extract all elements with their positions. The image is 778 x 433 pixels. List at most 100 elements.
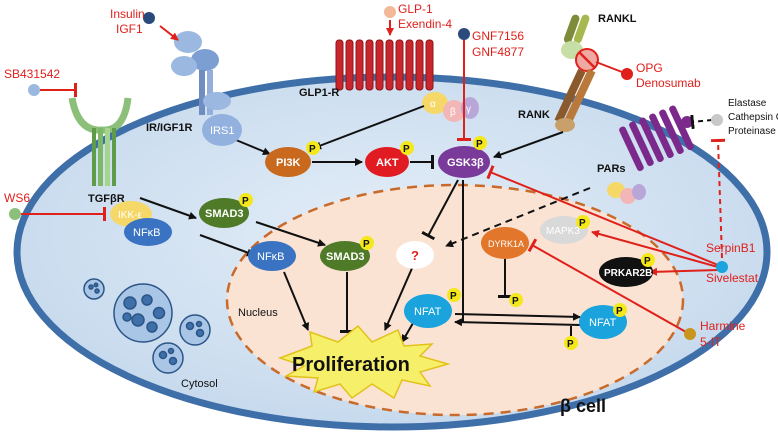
- edge-serpin-gsk3b: [486, 165, 719, 266]
- irs1-node: [202, 114, 242, 146]
- cytosol-label: Cytosol: [181, 378, 218, 390]
- smad3-nuc-label: SMAD3: [326, 251, 365, 263]
- proteases-line2: Cathepsin G: [728, 112, 778, 123]
- phospho-badge: P: [641, 253, 655, 267]
- gnf-label: GNF7156 GNF4877: [472, 29, 527, 59]
- opg-label: OPG Denosumab: [636, 61, 701, 90]
- svg-text:P: P: [512, 296, 519, 307]
- phospho-badge: P: [576, 215, 590, 229]
- pars-label: PARs: [597, 163, 626, 175]
- glp1-ligand-line2: Exendin-4: [398, 17, 452, 31]
- phospho-badge: P: [306, 141, 320, 155]
- tgfbr-receptor: [68, 97, 132, 186]
- edge-serpin-proteases: [710, 138, 726, 259]
- edge-proteases-pars: [690, 114, 713, 130]
- nfat-cyto-label: NFAT: [589, 317, 617, 329]
- edge-nfat-import: [454, 318, 581, 327]
- serpinb1-dot: [716, 261, 728, 273]
- rankl-label: RANKL: [598, 13, 637, 25]
- edge-irs1-pi3k: [235, 139, 271, 156]
- glp1-ligand-line1: GLP-1: [398, 2, 433, 16]
- harmine-line1: Harmine: [700, 319, 746, 333]
- proteases-dot: [711, 114, 723, 126]
- smad3-cyto-label: SMAD3: [205, 208, 244, 220]
- harmine-line2: 5-IT: [700, 335, 722, 349]
- ikke-label: IKK-ε: [118, 210, 142, 221]
- opg-dot: [621, 68, 633, 80]
- edge-nfkb-prolif: [283, 271, 310, 331]
- svg-text:P: P: [242, 196, 249, 207]
- edge-serpin-mapk3: [591, 230, 719, 268]
- vesicles: [83, 278, 211, 374]
- svg-text:P: P: [567, 339, 574, 350]
- glp1-ligand-label: GLP-1 Exendin-4: [398, 2, 452, 31]
- prkar2b-node: [599, 257, 653, 287]
- edge-serpin-prkar2b: [649, 267, 719, 276]
- ir-igf1r-receptor: [171, 31, 231, 115]
- phospho-badge: P: [613, 303, 627, 317]
- nfat-nuc-label: NFAT: [414, 306, 442, 318]
- smad3-cyto-node: [199, 198, 249, 228]
- dyrk1a-label: DYRK1A: [488, 239, 524, 249]
- serpinb1-label: SerpinB1 Sivelestat: [706, 241, 759, 285]
- phospho-badges: P P P P P P P P P P P: [239, 136, 655, 350]
- svg-text:P: P: [450, 291, 457, 302]
- akt-node: [365, 147, 409, 177]
- phospho-badge: P: [360, 236, 374, 250]
- edge-smad3-nuc: [255, 221, 326, 247]
- rank-receptor: [554, 68, 596, 132]
- ir-igf1r-label: IR/IGF1R: [146, 122, 193, 134]
- proteases-line1: Elastase: [728, 98, 767, 109]
- mapk3-label: MAPK3: [546, 226, 580, 237]
- sb431542-dot: [28, 84, 40, 96]
- glp1r-label: GLP1-R: [299, 87, 339, 99]
- edge-harmine-dyrk1a: [527, 238, 687, 333]
- phospho-badge: P: [473, 136, 487, 150]
- gnf-line2: GNF4877: [472, 45, 524, 59]
- svg-text:P: P: [309, 144, 316, 155]
- gsk3b-node: [438, 146, 490, 178]
- harmine-dot: [684, 328, 696, 340]
- beta-cell-title: β cell: [560, 396, 606, 416]
- rank-label: RANK: [518, 109, 550, 121]
- nfkb-nuc-label: NFκB: [257, 251, 285, 263]
- nfkb-cyto-node: [124, 218, 172, 246]
- svg-text:P: P: [476, 139, 483, 150]
- proteases-label: Elastase Cathepsin G Proteinase 3: [728, 98, 778, 137]
- edge-tgfbr-smad3: [139, 197, 197, 220]
- tgfbr-label: TGFβR: [88, 193, 125, 205]
- phospho-badge: P: [447, 288, 461, 302]
- g-beta-label: β: [450, 107, 456, 118]
- svg-text:P: P: [644, 256, 651, 267]
- edge-glp1r-pi3k: [313, 105, 425, 150]
- insulin-label-line1: Insulin: [110, 7, 145, 21]
- harmine-label: Harmine 5-IT: [700, 319, 749, 349]
- nfkb-cyto-label: NFκB: [133, 227, 161, 239]
- mapk3-node: [540, 216, 588, 244]
- phospho-badge: P: [239, 193, 253, 207]
- glp1-ligand-dot: [384, 6, 396, 18]
- opg-line2: Denosumab: [636, 76, 701, 90]
- unknown-node: [396, 241, 434, 269]
- serpinb1-line2: Sivelestat: [706, 271, 759, 285]
- edge-rank-gsk3b: [493, 131, 564, 159]
- irs1-label: IRS1: [210, 125, 234, 137]
- svg-text:P: P: [579, 218, 586, 229]
- phospho-badge: P: [509, 293, 523, 307]
- nfkb-nuc-node: [248, 241, 296, 271]
- pars-receptor: [619, 105, 694, 172]
- serpinb1-line1: SerpinB1: [706, 241, 756, 255]
- insulin-label-line2: IGF1: [116, 22, 143, 36]
- insulin-ligand-dot: [143, 12, 155, 24]
- nfat-nuc-node: [404, 294, 452, 328]
- gnf-line1: GNF7156: [472, 29, 524, 43]
- proteases-line3: Proteinase 3: [728, 126, 778, 137]
- glp1r-receptor: [335, 39, 434, 91]
- opg-line1: OPG: [636, 61, 663, 75]
- akt-label: AKT: [376, 157, 399, 169]
- pars-g-protein: [607, 182, 646, 204]
- edge-nfkb-nuc: [199, 234, 255, 257]
- gsk3b-label: GSK3β: [447, 157, 484, 169]
- proliferation-label: Proliferation: [292, 354, 410, 376]
